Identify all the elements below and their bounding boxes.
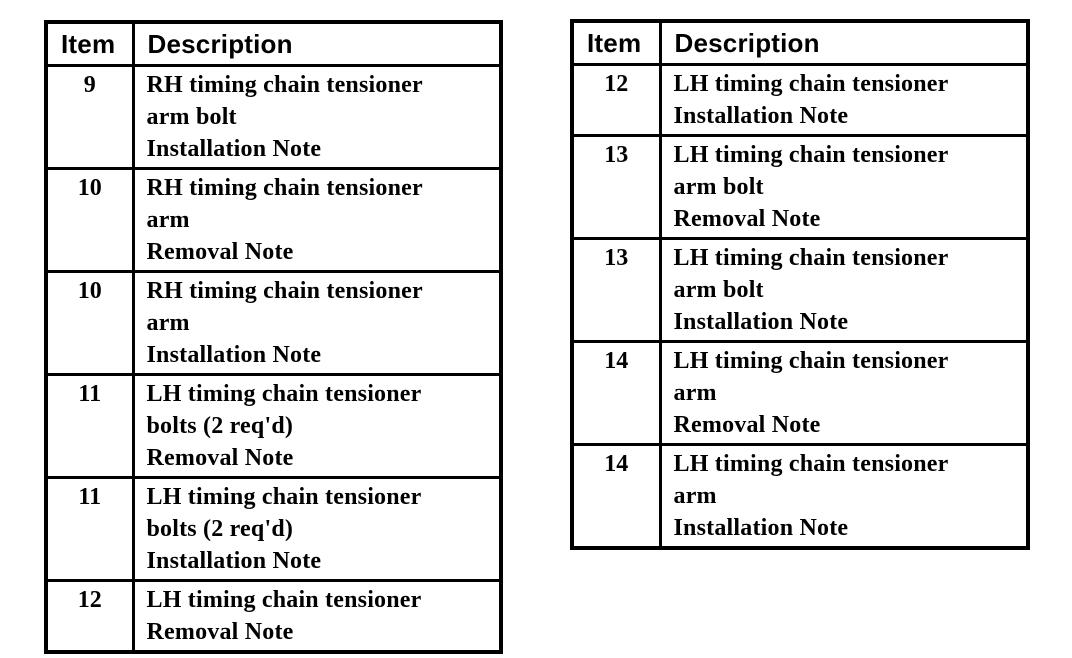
- description-line: Removal Note: [146, 239, 294, 265]
- table-header-row: Item Description: [570, 19, 1030, 66]
- item-number: 14: [570, 340, 662, 446]
- description-line: LH timing chain tensioner: [673, 451, 949, 477]
- item-number: 9: [44, 64, 135, 170]
- item-number: 12: [570, 63, 662, 137]
- description-line: arm: [673, 380, 717, 406]
- description-line: Installation Note: [146, 342, 322, 368]
- description-line: LH timing chain tensioner: [146, 381, 422, 407]
- item-number: 10: [44, 167, 135, 273]
- description-line: Installation Note: [673, 309, 849, 335]
- description-line: arm: [146, 207, 190, 233]
- description-line: Installation Note: [673, 515, 849, 541]
- description-column-header: Description: [131, 20, 503, 67]
- description-line: LH timing chain tensioner: [146, 484, 422, 510]
- item-column-header: Item: [570, 19, 662, 66]
- item-number: 12: [44, 579, 135, 654]
- description-line: LH timing chain tensioner: [673, 71, 949, 97]
- description-line: LH timing chain tensioner: [673, 142, 949, 168]
- item-number: 13: [570, 134, 662, 240]
- description-line: bolts (2 req'd): [146, 516, 294, 542]
- description-line: LH timing chain tensioner: [673, 348, 949, 374]
- description-line: Removal Note: [673, 412, 821, 438]
- description-line: RH timing chain tensioner: [146, 72, 423, 98]
- description-line: RH timing chain tensioner: [146, 175, 423, 201]
- description-line: Installation Note: [146, 548, 322, 574]
- description-line: bolts (2 req'd): [146, 413, 294, 439]
- item-number: 14: [570, 443, 662, 550]
- description-line: LH timing chain tensioner: [146, 587, 422, 613]
- table-row: 11 LH timing chain tensioner bolts (2 req'…: [44, 373, 503, 479]
- description-line: Removal Note: [673, 206, 821, 232]
- table-header-row: Item Description: [44, 20, 503, 67]
- description-line: arm bolt: [673, 277, 764, 303]
- description-line: arm bolt: [673, 174, 764, 200]
- item-column-header: Item: [44, 20, 135, 67]
- description-line: Installation Note: [146, 136, 322, 162]
- description-column-header: Description: [658, 19, 1030, 66]
- item-number: 10: [44, 270, 135, 376]
- description-line: arm: [146, 310, 190, 336]
- item-number: 11: [44, 373, 135, 479]
- item-number: 13: [570, 237, 662, 343]
- description-line: Removal Note: [146, 445, 294, 471]
- item-number: 11: [44, 476, 135, 582]
- description-text: LH timing chain tensioner bolts (2 req'd)…: [131, 476, 503, 582]
- description-text: LH timing chain tensioner bolts (2 req'd)…: [131, 373, 503, 479]
- description-line: arm: [673, 483, 717, 509]
- description-line: Removal Note: [146, 619, 294, 645]
- description-line: Installation Note: [673, 103, 849, 129]
- description-line: arm bolt: [146, 104, 237, 130]
- table-row: 11 LH timing chain tensioner bolts (2 req'…: [44, 476, 503, 582]
- description-line: RH timing chain tensioner: [146, 278, 423, 304]
- description-line: LH timing chain tensioner: [673, 245, 949, 271]
